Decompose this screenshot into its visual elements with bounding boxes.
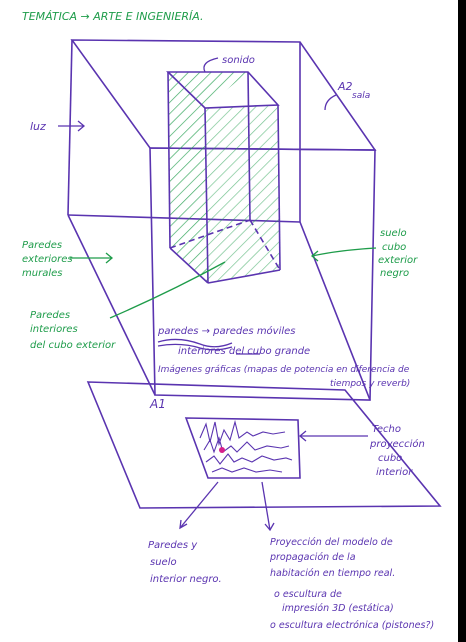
techo-label: Techo proyección cubo interior: [369, 424, 425, 478]
green-arrows: [70, 247, 377, 319]
label-a2: A2: [337, 80, 353, 93]
green-label-left: Paredes exteriores murales: [22, 240, 73, 279]
green-bottom-3: del cubo exterior: [30, 340, 116, 351]
inner-column: [166, 71, 281, 284]
green-label-right: suelo cubo exterior negro: [378, 228, 418, 279]
proy-2: propagación de la: [269, 552, 356, 563]
green-right-3: exterior: [378, 255, 418, 266]
note-line-3: Imágenes gráficas (mapas de potencia en …: [158, 365, 410, 375]
note-line-2: interiores del cubo grande: [178, 346, 310, 357]
label-sala: sala: [352, 91, 370, 101]
proyeccion-label: Proyección del modelo de propagación de …: [269, 537, 434, 631]
green-left-3: murales: [22, 268, 62, 279]
top-ink-labels: sonido A2 sala luz: [30, 55, 370, 133]
note-line-4: tiempos y reverb): [330, 379, 410, 389]
floor-plane: [86, 381, 442, 509]
suelo-1: Paredes y: [148, 540, 198, 551]
top-ink-arrows: [58, 57, 337, 132]
green-right-1: suelo: [380, 228, 407, 239]
note-line-1: paredes → paredes móviles: [157, 325, 296, 337]
techo-3: cubo: [378, 453, 402, 464]
suelo-3: interior negro.: [150, 574, 222, 585]
label-luz: luz: [30, 120, 46, 133]
green-right-4: negro: [380, 268, 409, 279]
notes-block: paredes → paredes móviles interiores del…: [157, 325, 410, 389]
green-label-bottom: Paredes interiores del cubo exterior: [30, 310, 116, 351]
notes-scribbles: [157, 338, 260, 355]
label-a1: A1: [149, 397, 166, 411]
proy-5: impresión 3D (estática): [282, 603, 394, 614]
header-title: TEMÁTICA → ARTE E INGENIERÍA.: [22, 10, 204, 23]
green-left-2: exteriores: [22, 254, 73, 265]
proy-6: o escultura electrónica (pistones?): [270, 620, 434, 631]
suelo-2: suelo: [150, 557, 177, 568]
proy-1: Proyección del modelo de: [270, 537, 393, 548]
proy-4: o escultura de: [274, 589, 342, 600]
techo-2: proyección: [369, 438, 425, 450]
techo-1: Techo: [372, 424, 401, 435]
bottom-arrows: [179, 430, 368, 532]
projection-screen: [184, 417, 301, 479]
green-left-1: Paredes: [22, 240, 62, 251]
green-bottom-1: Paredes: [30, 310, 70, 321]
green-right-2: cubo: [382, 242, 406, 253]
label-sonido: sonido: [222, 55, 255, 66]
techo-4: interior: [376, 467, 413, 478]
suelo-label: Paredes y suelo interior negro.: [148, 540, 222, 585]
proy-3: habitación en tiempo real.: [270, 568, 395, 579]
red-dot: [219, 447, 225, 453]
green-bottom-2: interiores: [30, 324, 78, 335]
